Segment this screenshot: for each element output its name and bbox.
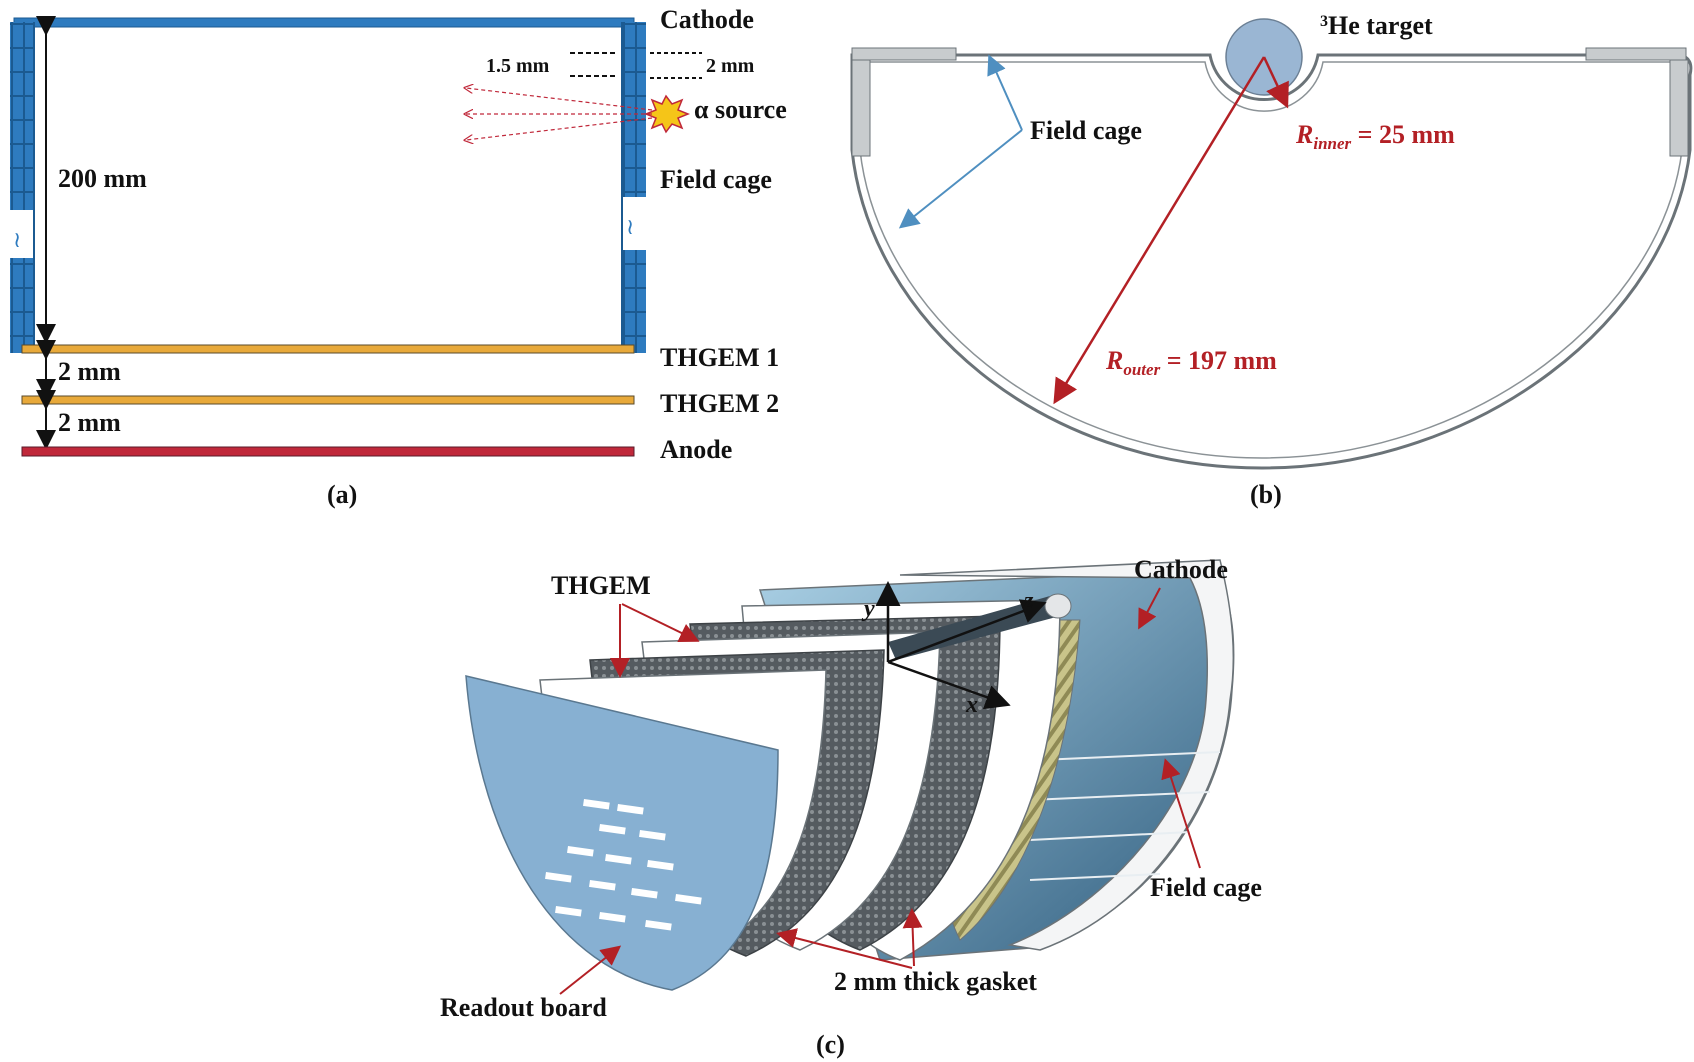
corner-tab-left <box>851 47 957 61</box>
axis-z-arrow <box>887 599 1047 664</box>
panel-b-cross-section: 3He target Field cage Rinner = 25 mm Rou… <box>850 11 1693 509</box>
height-label: 200 mm <box>58 164 147 193</box>
dim-2mm-label: 2 mm <box>706 55 755 77</box>
alpha-track-1 <box>466 88 653 111</box>
field-cage-label-b: Field cage <box>1030 116 1142 145</box>
readout-pads <box>545 799 702 931</box>
thgem1-label: THGEM 1 <box>660 343 779 372</box>
cathode-label-c: Cathode <box>1134 555 1228 584</box>
dim-1-5mm-label: 1.5 mm <box>486 55 550 77</box>
r-inner-label: Rinner = 25 mm <box>1295 120 1455 153</box>
readout-pointer <box>559 945 622 995</box>
caption-a: (a) <box>327 480 357 509</box>
gasket-pointer-1 <box>776 928 913 969</box>
caption-c: (c) <box>816 1030 845 1059</box>
break-symbol-right: ≀ <box>626 214 634 239</box>
r-outer-label: Router = 197 mm <box>1105 346 1277 379</box>
anode-plate <box>21 446 635 457</box>
beam-tube <box>888 596 1060 660</box>
panel-a-schematic: ≀ ≀ 200 mm 1.5 mm 2 mm Cathode α source … <box>10 5 787 509</box>
thgem2-plate <box>21 395 635 405</box>
cathode-plate <box>13 17 635 28</box>
readout-label: Readout board <box>440 993 607 1022</box>
gasket-pointer-2 <box>902 908 923 967</box>
thgem2-label: THGEM 2 <box>660 389 779 418</box>
field-cage-left-lower <box>10 258 34 353</box>
axis-y-label: y <box>861 596 875 622</box>
alpha-source-label: α source <box>694 95 787 124</box>
gap2-label: 2 mm <box>58 408 121 437</box>
thgem-label: THGEM <box>551 571 651 600</box>
field-cage-label-a: Field cage <box>660 165 772 194</box>
r-inner-arrow <box>1262 56 1289 109</box>
corner-tab-right <box>1585 47 1687 61</box>
caption-b: (b) <box>1250 480 1282 509</box>
target-label: 3He target <box>1320 11 1433 40</box>
cathode-pointer <box>1138 587 1161 630</box>
field-cage-pointer-b <box>987 54 1023 131</box>
field-cage-label-c: Field cage <box>1150 873 1262 902</box>
cathode-label: Cathode <box>660 5 754 34</box>
field-cage-left-upper <box>10 22 34 210</box>
thgem-pointer-2 <box>621 603 700 642</box>
axis-z-label: z <box>1023 588 1034 614</box>
r-outer-arrow <box>1053 56 1266 405</box>
axis-x-arrow <box>887 660 1011 710</box>
axis-x-label: x <box>965 692 978 718</box>
cathode-frame <box>899 559 1235 951</box>
thgem1-plate <box>21 344 635 354</box>
panel-c-exploded-view: y z x THGEM Cathode Field cage 2 mm thic… <box>440 555 1262 1059</box>
field-cage-outline <box>850 53 1693 470</box>
gap1-label: 2 mm <box>58 357 121 386</box>
field-cage-right-upper <box>622 22 646 197</box>
field-cage-pointer-c <box>1161 758 1201 869</box>
break-symbol-left: ≀ <box>13 227 21 252</box>
alpha-track-3 <box>466 117 653 140</box>
gasket-label: 2 mm thick gasket <box>834 967 1037 996</box>
anode-label: Anode <box>660 435 732 464</box>
field-cage-right-lower <box>622 250 646 353</box>
alpha-source-burst <box>643 94 691 134</box>
